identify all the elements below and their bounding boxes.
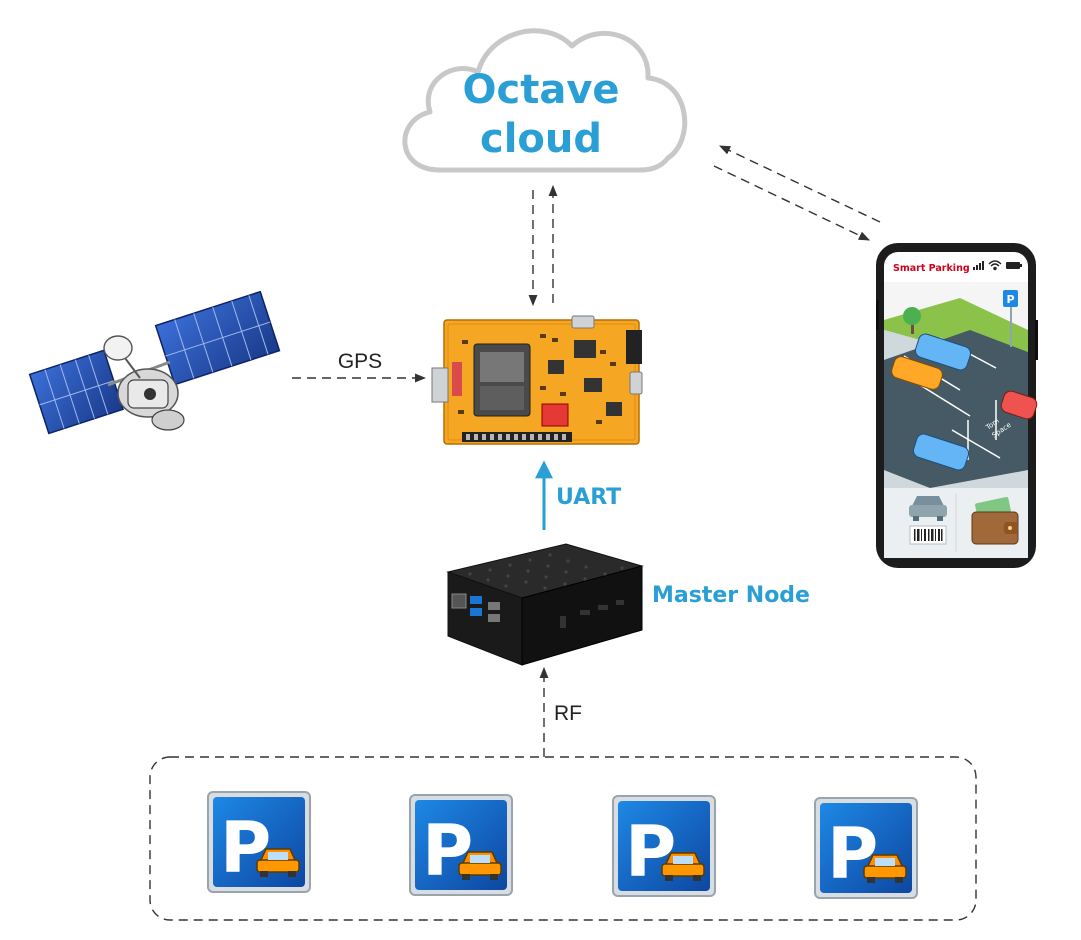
car-icon <box>458 851 502 880</box>
phone-to-cloud-arrow <box>718 145 881 223</box>
smartphone: Smart Parking P <box>876 243 1038 568</box>
svg-text:P: P <box>1006 293 1014 306</box>
octave-board-image <box>431 315 643 445</box>
cloud-title-line1: Octave <box>462 67 619 113</box>
car-icon <box>863 854 907 883</box>
car-barcode-icon[interactable] <box>909 496 947 545</box>
parking-sensor: P <box>612 795 716 897</box>
wallet-icon[interactable] <box>971 497 1019 545</box>
master-node-image <box>446 543 644 666</box>
rf-label: RF <box>554 702 582 725</box>
satellite-icon <box>28 290 281 435</box>
wifi-icon <box>988 260 1002 271</box>
parking-sensor: P <box>409 794 513 896</box>
parking-lot-illustration: P Tom Space <box>884 282 1038 488</box>
car-red <box>1000 390 1038 420</box>
car-orange <box>891 356 943 390</box>
parking-sensor: P <box>207 791 311 893</box>
app-title: Smart Parking <box>893 263 970 274</box>
car-blue-2 <box>912 433 970 471</box>
car-icon <box>661 852 705 881</box>
gps-label: GPS <box>338 350 382 373</box>
uart-label: UART <box>556 485 621 510</box>
parking-sensor: P <box>814 797 918 899</box>
battery-icon <box>1006 262 1022 269</box>
octave-cloud: Octave cloud <box>402 28 688 173</box>
car-blue-1 <box>914 333 972 371</box>
signal-icon <box>973 261 984 270</box>
cloud-to-phone-arrow <box>713 165 871 241</box>
cloud-title-line2: cloud <box>480 116 602 162</box>
car-icon <box>256 848 300 877</box>
master-node-label: Master Node <box>652 583 810 608</box>
parking-sensors-group <box>149 756 977 921</box>
